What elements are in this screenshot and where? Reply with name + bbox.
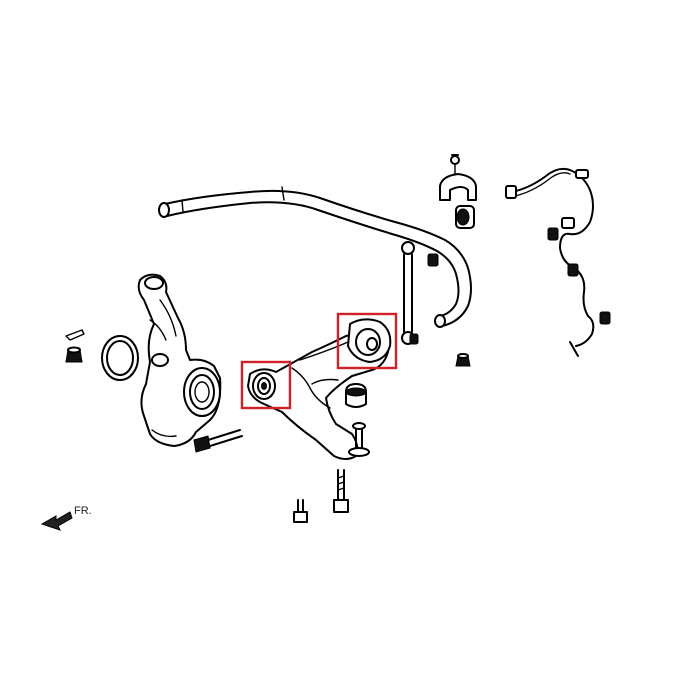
front-lower-arm-bushing (252, 372, 276, 400)
hub-nut (65, 346, 83, 363)
stabilizer-bracket (439, 154, 477, 201)
abs-sensor-harness (505, 167, 611, 357)
short-bolt (293, 499, 308, 523)
stabilizer-bar (158, 186, 472, 328)
arrow-left-icon (40, 511, 73, 531)
stabilizer-bushing (455, 205, 475, 229)
link-nut (455, 353, 471, 367)
ball-joint-boot (345, 383, 367, 408)
highlight-box-front-bushing (240, 360, 292, 410)
steering-knuckle (137, 273, 222, 447)
knuckle-bolt (193, 429, 243, 453)
hub-bearing (183, 367, 221, 417)
arm-bolt (333, 469, 349, 513)
stabilizer-link (401, 241, 439, 345)
direction-label: FR. (74, 505, 92, 517)
retaining-clip (65, 329, 85, 341)
highlight-box-rear-bushing (336, 312, 398, 370)
snap-ring (101, 335, 139, 381)
lower-control-arm (247, 329, 389, 460)
front-direction-indicator: FR. (40, 505, 92, 531)
ball-joint (348, 422, 370, 457)
rear-lower-arm-bushing (347, 318, 392, 363)
